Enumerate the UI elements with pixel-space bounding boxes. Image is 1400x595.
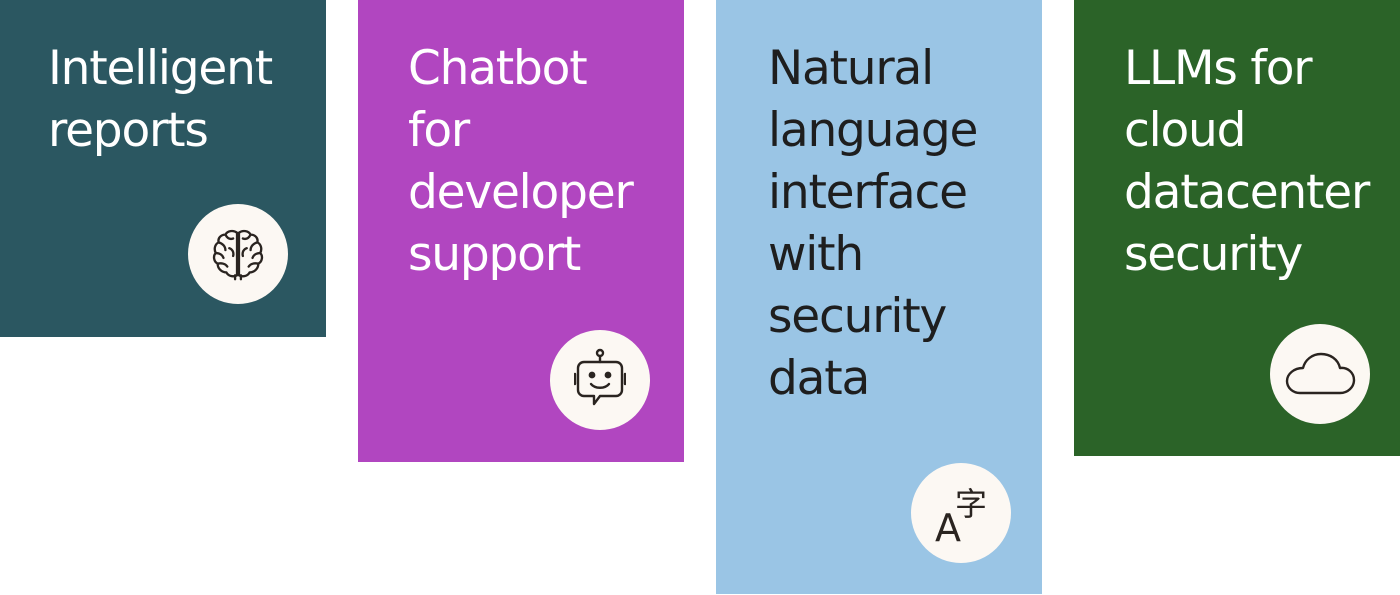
robot-chat-icon <box>550 330 650 430</box>
tile-llms-cloud-datacenter-security: LLMs for cloud datacenter security <box>1074 0 1400 456</box>
tile-chatbot-developer-support: Chatbot for developer support <box>358 0 684 462</box>
translate-icon: A 字 <box>911 463 1011 563</box>
tile-title: Intelligent reports <box>48 41 273 158</box>
brain-icon <box>188 204 288 304</box>
cloud-icon <box>1270 324 1370 424</box>
tile-intelligent-reports: Intelligent reports <box>0 0 326 337</box>
tile-title: Chatbot for developer support <box>408 41 634 282</box>
translate-icon-cjk: 字 <box>955 485 987 523</box>
tile-title: Natural language interface with security… <box>768 41 978 406</box>
translate-icon-latin: A <box>935 506 961 545</box>
tile-natural-language-interface: Natural language interface with security… <box>716 0 1042 594</box>
tile-title: LLMs for cloud datacenter security <box>1124 41 1370 282</box>
